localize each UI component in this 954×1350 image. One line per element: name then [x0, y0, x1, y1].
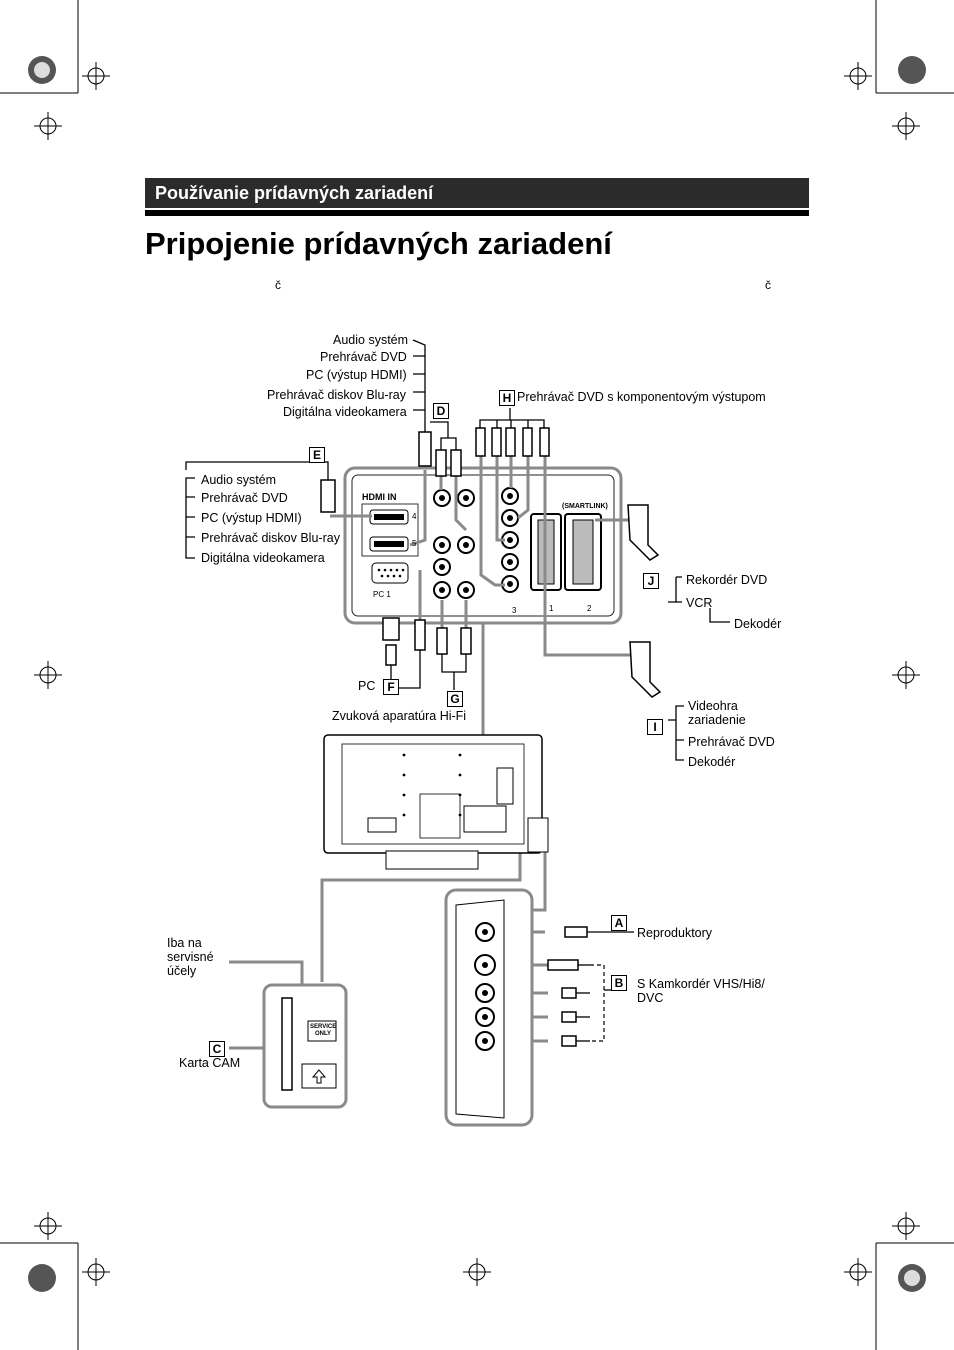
scart-2-label: 2: [587, 604, 592, 613]
badge-i: I: [647, 719, 663, 735]
group-e-item-5: Digitálna videokamera: [201, 551, 325, 565]
group-e-item-1: Audio systém: [201, 473, 277, 487]
stray-glyph-right: č: [765, 278, 771, 292]
page-title: Pripojenie prídavných zariadení: [145, 226, 612, 261]
group-j-item-2: VCR: [686, 596, 713, 610]
badge-g: G: [447, 691, 463, 707]
group-d-item-4: Prehrávač diskov Blu-ray: [267, 388, 406, 402]
cam-panel: [262, 983, 348, 1109]
comp-3-label: 3: [512, 606, 517, 615]
badge-c: C: [209, 1041, 225, 1057]
group-j-sub: Dekodér: [734, 617, 782, 631]
group-a-label: Reproduktory: [637, 926, 713, 940]
group-i-item-3: Dekodér: [688, 755, 736, 769]
hdmi-4-label: 4: [412, 512, 417, 521]
group-c-label: Karta CAM: [179, 1056, 241, 1070]
badge-d: D: [433, 403, 449, 419]
group-d-item-3: PC (výstup HDMI): [306, 368, 407, 382]
group-f-label: PC: [358, 679, 376, 693]
badge-e: E: [309, 447, 325, 463]
section-title: Používanie prídavných zariadení: [155, 183, 434, 203]
group-h-label: Prehrávač DVD s komponentovým výstupom: [517, 390, 766, 404]
scart-1-label: 1: [549, 604, 554, 613]
hdmi-5-label: 5: [412, 539, 417, 548]
badge-h: H: [499, 390, 515, 406]
group-e-item-2: Prehrávač DVD: [201, 491, 288, 505]
group-g-label: Zvuková aparatúra Hi-Fi: [332, 709, 467, 723]
badge-a: A: [611, 915, 627, 931]
badge-b: B: [611, 975, 627, 991]
group-e-item-4: Prehrávač diskov Blu-ray: [201, 531, 340, 545]
group-j-item-1: Rekordér DVD: [686, 573, 768, 587]
group-i-item-2: Prehrávač DVD: [688, 735, 775, 749]
service-only-label: SERVICE ONLY: [310, 1024, 337, 1037]
stray-glyph-left: č: [275, 278, 281, 292]
group-b-label: S Kamkordér VHS/Hi8/ DVC: [637, 977, 765, 1005]
group-i-item-1: Videohra zariadenie: [688, 699, 746, 727]
badge-j: J: [643, 573, 659, 589]
smartlink-label: (SMARTLINK): [562, 503, 608, 510]
group-e-item-3: PC (výstup HDMI): [201, 511, 302, 525]
hdmi-in-label: HDMI IN: [362, 492, 397, 502]
pc-in-label: PC 1: [373, 590, 391, 599]
vga-port: [371, 562, 409, 584]
group-d-item-5: Digitálna videokamera: [283, 405, 407, 419]
badge-f: F: [383, 679, 399, 695]
group-d-item-1: Audio systém: [333, 333, 409, 347]
service-label: Iba na servisné účely: [167, 936, 214, 978]
section-rule: [145, 210, 809, 216]
group-d-item-2: Prehrávač DVD: [320, 350, 407, 364]
section-header-bar: Používanie prídavných zariadení: [145, 178, 809, 208]
